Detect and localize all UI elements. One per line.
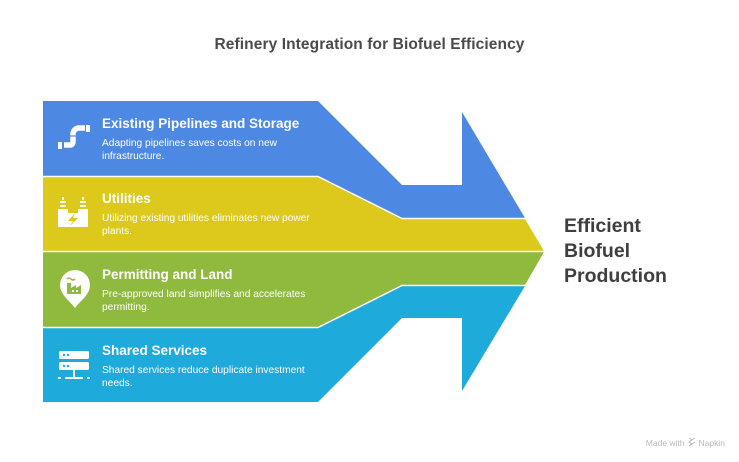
band-utilities: Utilities Utilizing existing utilities e… (102, 191, 322, 238)
band-pipelines: Existing Pipelines and Storage Adapting … (102, 116, 322, 163)
band-description: Utilizing existing utilities eliminates … (102, 213, 310, 237)
band-permitting-shape (43, 252, 544, 327)
band-services: Shared Services Shared services reduce d… (102, 343, 322, 390)
outcome-line: Biofuel (564, 240, 631, 262)
diagram-title: Refinery Integration for Biofuel Efficie… (214, 36, 525, 53)
band-title: Permitting and Land (102, 267, 233, 282)
band-title: Existing Pipelines and Storage (102, 116, 300, 131)
band-services-shape (43, 286, 525, 402)
band-pipelines-shape (43, 101, 525, 218)
brand-label: Napkin (698, 437, 725, 448)
napkin-logo-icon (687, 437, 696, 448)
band-description: Shared services reduce duplicate investm… (102, 365, 305, 389)
outcome-line: Efficient (564, 215, 641, 237)
outcome-line: Production (564, 265, 667, 287)
server-network-icon (55, 348, 95, 388)
band-description: Pre-approved land simplifies and acceler… (102, 289, 306, 313)
band-title: Utilities (102, 191, 151, 206)
band-description: Adapting pipelines saves costs on new in… (102, 138, 277, 162)
separator-line (43, 175, 525, 220)
power-plant-icon (55, 193, 95, 233)
outcome-label: Efficient Biofuel Production (564, 214, 667, 289)
band-permitting: Permitting and Land Pre-approved land si… (102, 267, 322, 314)
band-utilities-shape (43, 177, 544, 251)
factory-location-pin-icon (55, 268, 95, 308)
band-title: Shared Services (102, 343, 208, 358)
footer-attribution: Made with Napkin (646, 437, 725, 448)
separator-line (43, 284, 525, 329)
pipe-icon (55, 118, 95, 158)
made-with-label: Made with (645, 437, 685, 448)
